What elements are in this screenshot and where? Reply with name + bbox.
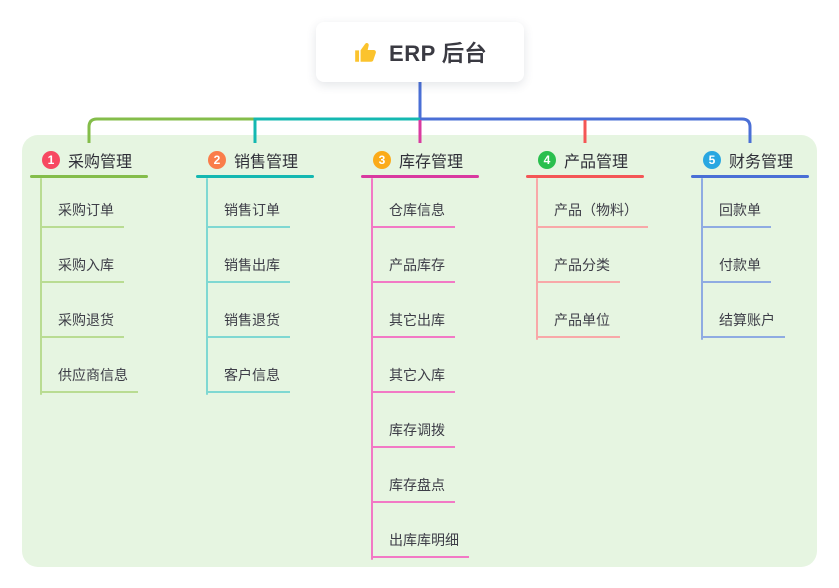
branch-title: 产品管理 — [564, 154, 629, 171]
child-node[interactable]: 产品分类 — [536, 255, 620, 283]
child-node[interactable]: 销售出库 — [206, 255, 290, 283]
branch-number-badge: 5 — [703, 151, 721, 169]
child-node[interactable]: 库存盘点 — [371, 475, 455, 503]
root-node[interactable]: ERP 后台 — [316, 22, 524, 82]
child-node[interactable]: 客户信息 — [206, 365, 290, 393]
branch-number-badge: 2 — [208, 151, 226, 169]
child-node[interactable]: 产品（物料） — [536, 200, 648, 228]
thumbs-up-icon — [355, 42, 376, 62]
child-spine — [40, 178, 42, 395]
child-node[interactable]: 库存调拨 — [371, 420, 455, 448]
child-node[interactable]: 采购入库 — [40, 255, 124, 283]
child-node[interactable]: 供应商信息 — [40, 365, 138, 393]
child-node[interactable]: 产品单位 — [536, 310, 620, 338]
child-node[interactable]: 出库库明细 — [371, 530, 469, 558]
child-node[interactable]: 其它入库 — [371, 365, 455, 393]
branches-panel — [22, 135, 817, 567]
branch-title: 采购管理 — [68, 154, 133, 171]
child-spine — [371, 178, 373, 560]
branch-title: 销售管理 — [234, 154, 299, 171]
branch-node-4[interactable]: 4 产品管理 — [538, 147, 628, 173]
child-node[interactable]: 产品库存 — [371, 255, 455, 283]
child-spine — [536, 178, 538, 340]
child-node[interactable]: 付款单 — [701, 255, 771, 283]
branch-node-1[interactable]: 1 采购管理 — [42, 147, 132, 173]
child-node[interactable]: 结算账户 — [701, 310, 785, 338]
child-spine — [206, 178, 208, 395]
child-node[interactable]: 采购订单 — [40, 200, 124, 228]
branch-node-5[interactable]: 5 财务管理 — [703, 147, 793, 173]
child-node[interactable]: 销售订单 — [206, 200, 290, 228]
branch-underline — [526, 175, 644, 178]
branch-title: 库存管理 — [399, 154, 464, 171]
child-node[interactable]: 其它出库 — [371, 310, 455, 338]
branch-underline — [361, 175, 479, 178]
root-title: ERP 后台 — [389, 41, 487, 66]
child-node[interactable]: 仓库信息 — [371, 200, 455, 228]
branch-node-3[interactable]: 3 库存管理 — [373, 147, 463, 173]
branch-underline — [691, 175, 809, 178]
child-node[interactable]: 采购退货 — [40, 310, 124, 338]
branch-number-badge: 4 — [538, 151, 556, 169]
child-node[interactable]: 销售退货 — [206, 310, 290, 338]
branch-number-badge: 3 — [373, 151, 391, 169]
branch-underline — [30, 175, 148, 178]
branch-number-badge: 1 — [42, 151, 60, 169]
branch-node-2[interactable]: 2 销售管理 — [208, 147, 298, 173]
child-spine — [701, 178, 703, 340]
branch-title: 财务管理 — [729, 154, 794, 171]
child-node[interactable]: 回款单 — [701, 200, 771, 228]
branch-underline — [196, 175, 314, 178]
